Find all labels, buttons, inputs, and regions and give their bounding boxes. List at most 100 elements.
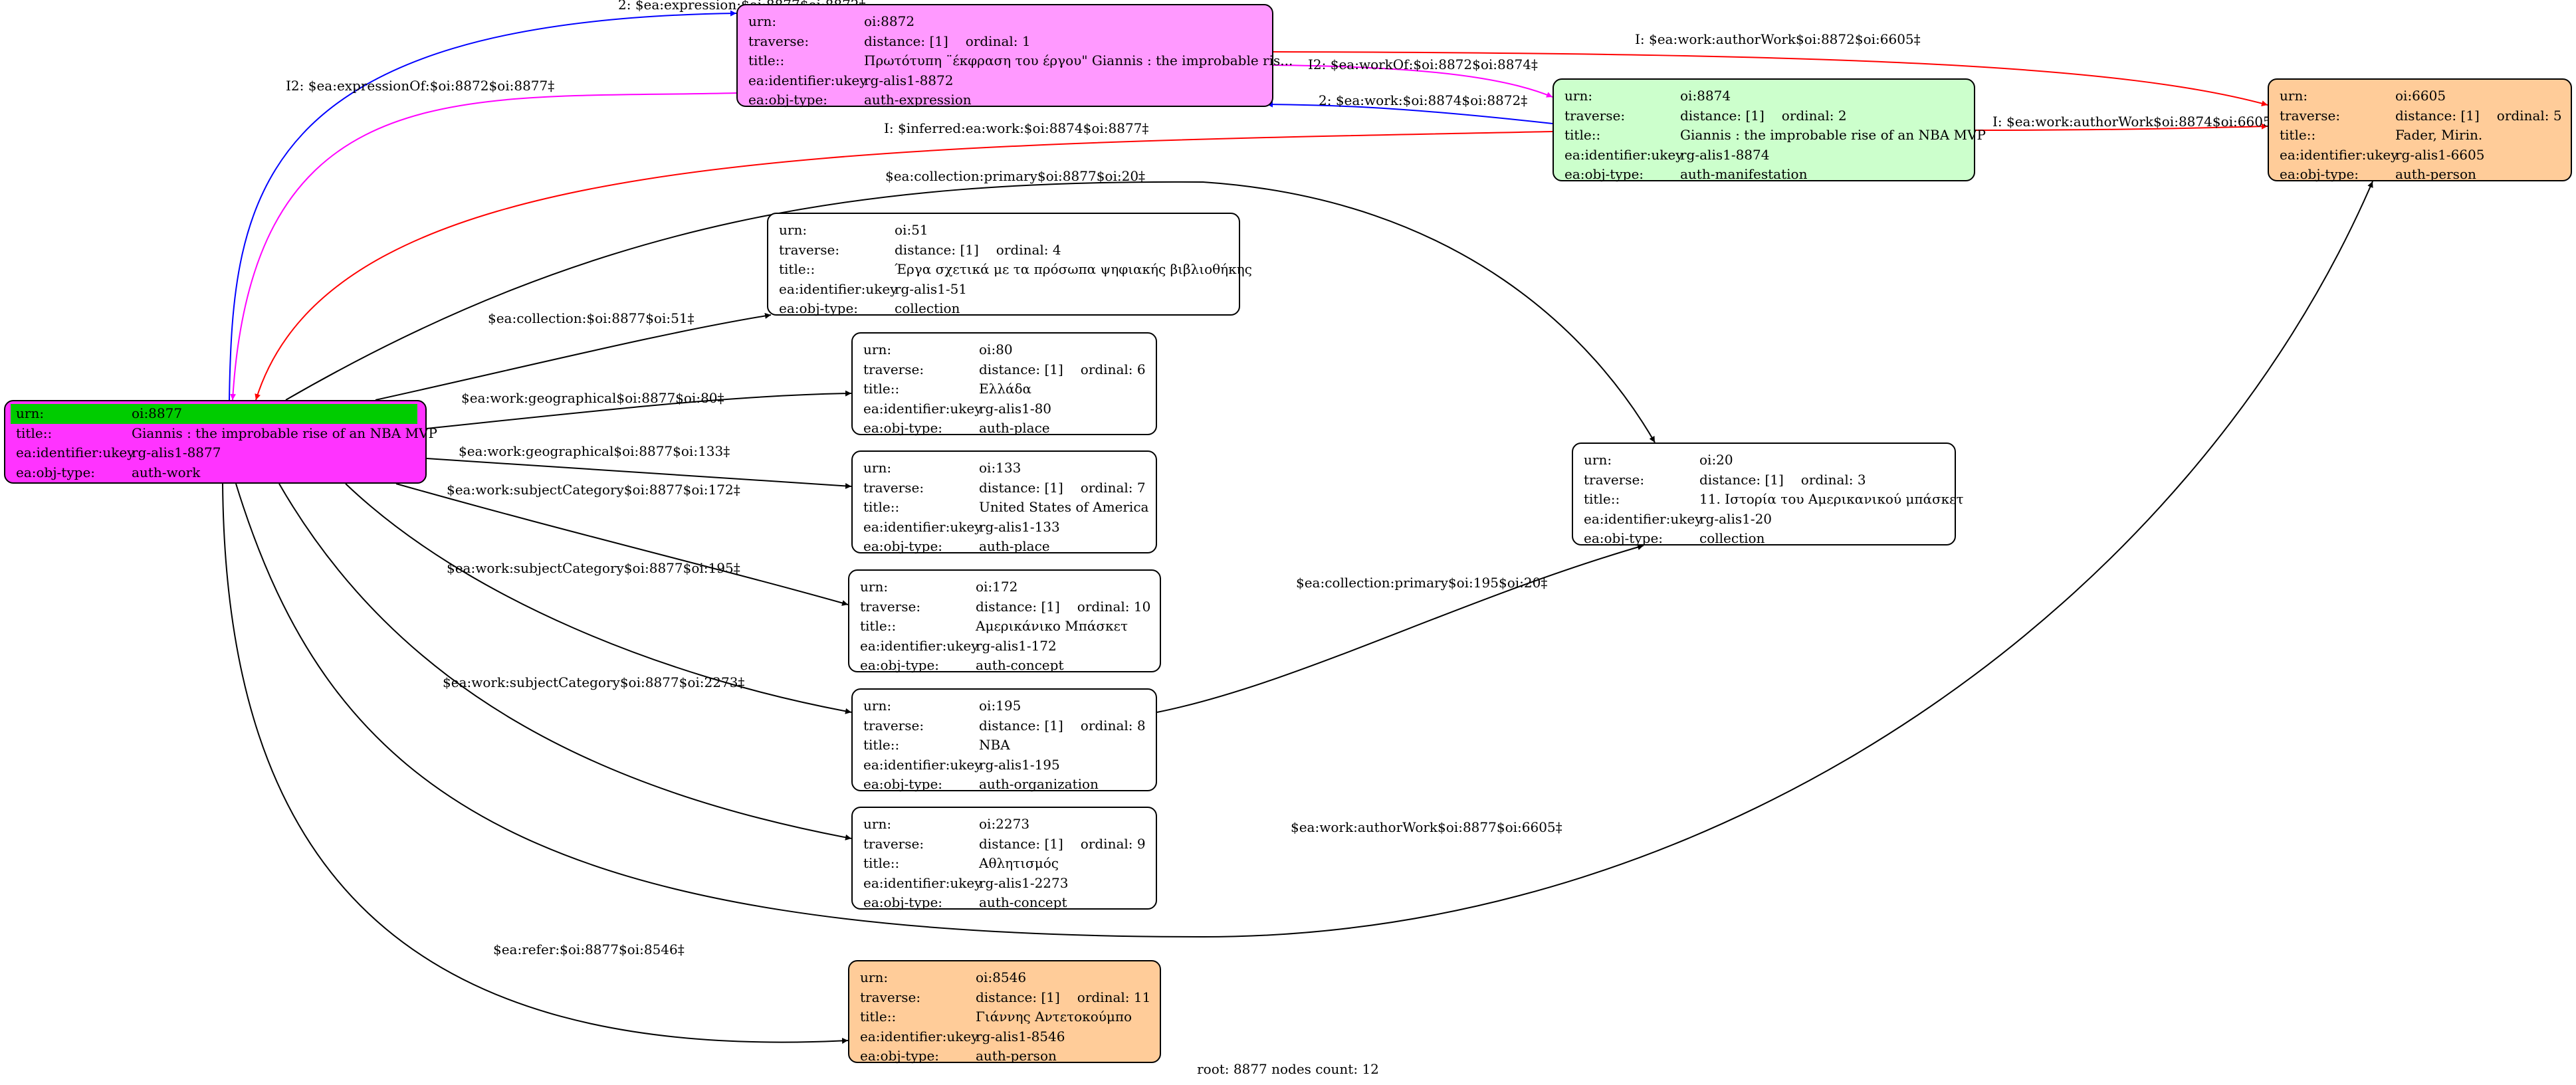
node-row: title::NBA [863,736,1156,755]
node-field-value: Giannis : the improbable rise of an NBA … [132,425,437,441]
node-row: urn:oi:172 [860,577,1160,597]
edge-label: I2: $ea:expressionOf:$oi:8872$oi:8877‡ [286,78,554,94]
node-field-key: ea:obj-type: [16,464,96,480]
node-field-key: traverse: [779,241,840,258]
node-field-ordinal: ordinal: 7 [1080,479,1146,496]
node-field-value: distance: [1] [979,717,1063,734]
node-field-value: distance: [1] [979,361,1063,377]
node-field-ordinal: ordinal: 11 [1077,989,1151,1005]
edge-label: $ea:work:authorWork$oi:8877$oi:6605‡ [1291,819,1562,835]
node-field-key: traverse: [748,33,809,49]
edge-line-e5 [1266,101,1553,124]
node-field-value: Αμερικάνικο Μπάσκετ [976,618,1128,634]
node-field-ordinal: ordinal: 10 [1077,598,1151,615]
node-field-ordinal: ordinal: 2 [1781,107,1847,124]
node-field-key: title:: [2280,127,2316,143]
node-field-key: title:: [16,425,53,441]
node-field-key: ea:identifier:ukey [860,1028,979,1044]
node-field-value: rg-alis1-8877 [132,444,221,460]
node-row: traverse:distance: [1]ordinal: 4 [779,241,1239,260]
edge-line-e17 [222,483,849,1044]
node-field-value: rg-alis1-2273 [979,874,1069,891]
node-field-key: traverse: [863,717,924,734]
node-field-key: ea:obj-type: [748,92,828,108]
node-field-key: urn: [863,460,892,476]
edge-line-e16 [235,181,2373,938]
node-row: traverse:distance: [1]ordinal: 3 [1584,470,1955,490]
node-field-value: oi:51 [895,222,928,238]
edge-line-e15 [1156,544,1644,713]
node-field-key: title:: [863,499,900,515]
edge-line-e14 [278,483,852,840]
node-field-key: ea:identifier:ukey [1584,510,1703,527]
node-row: urn:oi:2273 [863,815,1156,835]
node-field-key: urn: [860,969,889,985]
node-field-value: oi:20 [1699,452,1733,468]
node-row: title::Αμερικάνικο Μπάσκετ [860,617,1160,637]
node-field-value: Γιάννης Αντετοκούμπο [976,1009,1132,1025]
node-row: title::Giannis : the improbable rise of … [16,424,437,444]
edge-label: $ea:work:geographical$oi:8877$oi:80‡ [461,390,724,406]
spacer [1784,470,1801,490]
node-field-key: ea:obj-type: [863,894,943,910]
node-row: urn:oi:20 [1584,450,1955,470]
node-row: title::Πρωτότυπη ¨έκφραση του έργου" Gia… [748,51,1293,71]
node-field-value: auth-manifestation [1680,166,1808,182]
node-field-key: traverse: [863,361,924,377]
node-field-key: ea:obj-type: [1564,166,1644,182]
spacer [1765,106,1782,126]
edge-line-e8 [285,181,1656,443]
node-row: urn:oi:195 [863,696,1156,716]
node-field-key: urn: [748,13,777,29]
node-row: traverse:distance: [1]ordinal: 6 [863,360,1156,380]
edge-line-e12 [395,483,849,606]
node-field-key: ea:obj-type: [863,776,943,792]
node-field-key: title:: [860,618,897,634]
node-row: traverse:distance: [1]ordinal: 11 [860,988,1160,1008]
node-field-key: traverse: [860,989,921,1005]
node-field-key: ea:obj-type: [2280,166,2359,182]
node-row: ea:obj-type:auth-work [16,463,425,483]
node-field-key: ea:identifier:ukey [748,72,867,88]
node-field-value: rg-alis1-8546 [976,1028,1065,1044]
node-row: title::Fader, Mirin. [2280,126,2571,146]
node-field-key: urn: [863,698,892,714]
edge-label: $ea:work:subjectCategory$oi:8877$oi:2273… [443,674,744,690]
node-row: traverse:distance: [1]ordinal: 5 [2280,106,2571,126]
node-row: ea:obj-type:auth-person [2280,165,2571,185]
edge-line-e7 [255,131,1553,401]
edge-label: $ea:work:subjectCategory$oi:8877$oi:172‡ [447,482,740,498]
node-field-value: distance: [1] [864,33,948,49]
edges-layer [222,10,2373,1044]
node-row: ea:obj-type:auth-place [863,419,1156,439]
node-field-value: rg-alis1-8872 [864,72,954,88]
node-field-key: ea:obj-type: [863,538,943,554]
node-field-key: title:: [1584,491,1620,507]
node-row: urn:oi:6605 [2280,86,2571,106]
node-row: title::United States of America [863,498,1156,518]
edge-line-e13 [345,483,852,714]
node-row: traverse:distance: [1]ordinal: 10 [860,597,1160,617]
edge-label: $ea:collection:$oi:8877$oi:51‡ [488,310,695,326]
node-field-key: urn: [1564,88,1593,104]
node-field-ordinal: ordinal: 4 [996,241,1061,258]
edge-label: $ea:collection:primary$oi:195$oi:20‡ [1296,575,1547,591]
